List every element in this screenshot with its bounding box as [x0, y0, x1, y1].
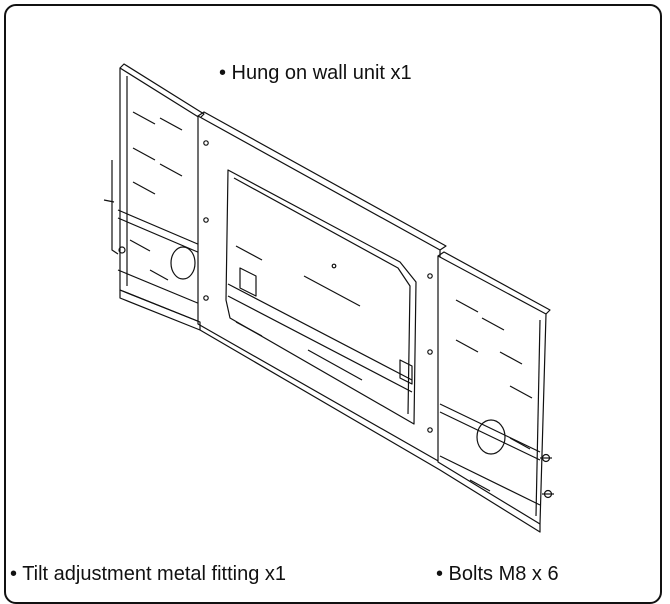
center-slot [235, 245, 263, 261]
right-slot [509, 437, 531, 450]
right-wing-rail [439, 411, 541, 461]
right-wing-rail [439, 455, 541, 506]
center-slot [235, 321, 263, 337]
frame-bolt-hole [203, 140, 209, 146]
caption-bolts: • Bolts M8 x 6 [436, 563, 559, 585]
right-wing-panel [437, 255, 547, 525]
right-slot [455, 339, 479, 353]
frame-bolt-hole [203, 295, 209, 301]
center-slot [307, 349, 363, 381]
right-slot [469, 479, 491, 492]
center-crossbar [227, 283, 413, 381]
left-slot [129, 239, 151, 252]
center-opening-inner [233, 177, 411, 415]
right-wing-rail [439, 403, 541, 453]
caption-tilt-fitting: • Tilt adjustment metal fitting x1 [10, 563, 287, 585]
left-knob [118, 246, 126, 254]
frame-bolt-hole [427, 427, 433, 433]
left-side-bracket [111, 160, 119, 255]
left-wing-top-lip [119, 63, 205, 119]
right-slot [481, 317, 505, 331]
center-frame-top-lip [197, 111, 447, 251]
frame-bolt-hole [427, 273, 433, 279]
center-opening [225, 169, 417, 425]
right-slot [499, 351, 523, 365]
frame-bolt-hole [203, 217, 209, 223]
wall-mount-unit-drawing [103, 63, 554, 533]
frame-bolt-hole [427, 349, 433, 355]
right-slot [455, 299, 479, 313]
left-slot [132, 147, 156, 161]
left-wing-panel [119, 67, 201, 323]
left-wing-hole [170, 246, 196, 280]
bottom-edge [199, 329, 541, 533]
right-wing-hole [476, 419, 506, 455]
left-slot [159, 163, 183, 177]
left-slot [132, 111, 156, 125]
left-pin [103, 199, 115, 203]
left-slot [132, 181, 156, 195]
left-wing-rail [117, 269, 201, 305]
center-rivet [331, 263, 337, 269]
left-slot [149, 269, 169, 281]
center-tab [239, 267, 257, 297]
right-wing-inner-edge [535, 319, 541, 517]
center-slot [303, 275, 361, 307]
left-wing-rail [117, 209, 201, 246]
center-tab [399, 359, 413, 385]
center-crossbar [227, 295, 413, 393]
left-slot [159, 117, 183, 131]
right-slot [509, 385, 533, 399]
caption-wall-unit: • Hung on wall unit x1 [219, 62, 412, 84]
right-wing-top-lip [437, 251, 551, 315]
